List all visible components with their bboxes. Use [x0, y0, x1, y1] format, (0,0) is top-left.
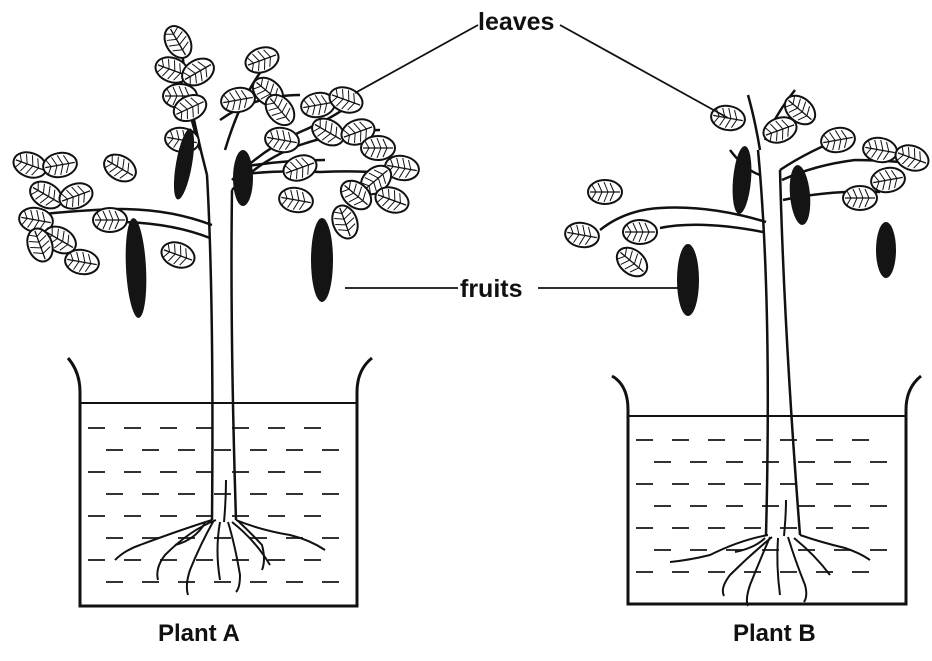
fruit [787, 164, 812, 226]
leaf [158, 238, 198, 272]
leaf [588, 180, 622, 204]
plant-b [563, 90, 932, 606]
fruits-label: fruits [460, 277, 523, 302]
plant-a-stem [207, 175, 236, 520]
fruit [677, 244, 699, 316]
plant-a-container [68, 358, 372, 606]
leaf [843, 186, 877, 210]
leaves-pointer-b [560, 25, 728, 118]
fruit [311, 218, 333, 302]
plant-b-water [636, 440, 887, 572]
plant-a-leaves [10, 21, 421, 276]
plant-a-label: Plant A [158, 622, 240, 646]
leaf [623, 220, 657, 244]
leaf [869, 165, 907, 195]
fruit [876, 222, 896, 278]
leaf [99, 149, 140, 187]
leaf [611, 242, 652, 282]
plant-b-fruits [677, 145, 896, 316]
leaf [563, 220, 601, 250]
fruit [233, 150, 253, 206]
plant-b-label: Plant B [733, 622, 816, 646]
leaf [219, 85, 257, 115]
leaf [242, 43, 282, 77]
plant-b-roots [670, 500, 870, 606]
leaf [93, 208, 127, 232]
plant-a [10, 21, 421, 606]
leaf [277, 185, 315, 215]
fruit [123, 218, 148, 319]
leaf [159, 21, 197, 62]
leaf [361, 136, 395, 160]
leaf [819, 125, 857, 155]
leaf [280, 151, 320, 185]
leaves-label: leaves [478, 10, 554, 35]
leaf [56, 179, 96, 213]
leaves-pointer-a [355, 25, 478, 93]
leaf [41, 150, 79, 180]
